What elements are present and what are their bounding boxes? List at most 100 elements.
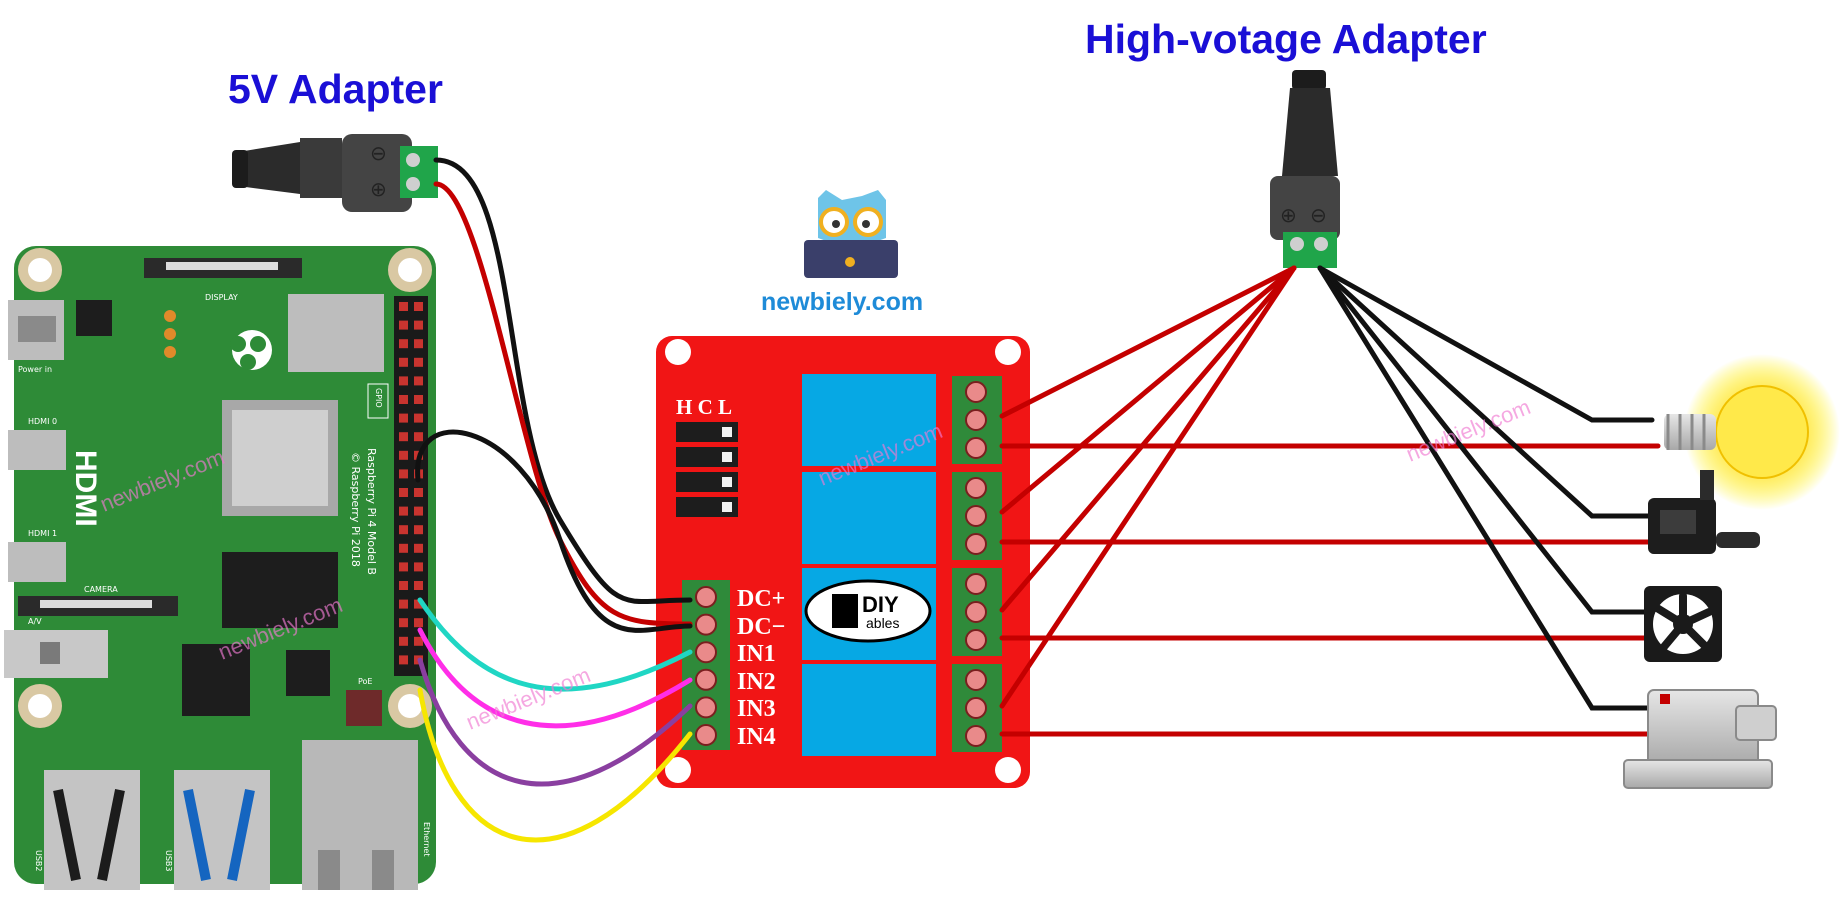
wires-gpio [415,429,693,843]
gpio-pin [414,525,423,535]
terminal-screw-icon [695,613,717,636]
hdmi0-label: HDMI 0 [28,417,57,426]
diyables-logo: DIY ables [804,579,932,643]
terminal-screw-icon [965,437,987,459]
gpio-pin [399,655,408,665]
relay-block [802,374,936,466]
svg-text:⊕: ⊕ [1280,203,1297,227]
gpio-pin [414,413,423,423]
display-label: DISPLAY [205,293,238,302]
terminal-screw-icon [695,586,717,608]
adapter-high-voltage-title: High-votage Adapter [1085,16,1487,62]
terminal-screw-icon [965,601,987,623]
gpio-pin [399,636,408,646]
ethernet-label: Ethernet [422,822,431,856]
terminal-screw-icon [695,724,717,746]
terminal-screw-icon [965,477,987,499]
screw-icon [1314,237,1328,251]
gpio-label: GPIO [374,388,383,408]
jumper-cap [722,477,732,487]
model-text: Raspberry Pi 4 Model B [365,448,378,575]
gpio-pin [414,488,423,497]
raspberry-pi-board: DISPLAY Power in HDMI 0 HDMI 1 HDMI [4,246,436,890]
gpio-pin [399,357,408,367]
terminal-screw-icon [695,641,717,664]
gpio-pin [414,599,423,609]
relay-block [802,664,936,756]
input-terminal-block [695,586,717,746]
gpio-pin [399,525,408,535]
terminal-screw-icon [695,696,717,719]
adapter-high-voltage: ⊕ ⊖ [1270,70,1340,268]
jumper-cap [722,427,732,437]
screw-icon [406,153,420,167]
pin-label-in2: IN2 [737,669,776,695]
terminal-screw-icon [965,533,987,555]
usb3-label: USB3 [164,850,173,872]
gpio-pin [399,376,408,386]
svg-text:⊖: ⊖ [370,141,387,165]
gpio-pin [414,395,423,404]
pin-label-dc-minus: DC− [737,614,785,640]
svg-text:⊖: ⊖ [1310,203,1327,227]
jumper-cap [722,502,732,512]
usb2-label: USB2 [34,850,43,872]
gpio-pin [399,339,408,349]
terminal-screw-icon [965,409,987,431]
screw-icon [406,177,420,191]
gpio-pin [414,357,423,367]
gpio-pin [399,618,408,628]
av-label: A/V [28,617,42,626]
terminal-screw-icon [965,573,987,595]
terminal-screw-icon [965,725,987,747]
gpio-pin [399,506,408,516]
gpio-pin [414,432,423,442]
relay-module: DIY ables H C L DC+ DC− IN1 IN2 IN3 IN4 [656,336,1030,788]
gpio-pin [399,320,408,330]
diyables-logo-main: DIY [862,592,899,617]
terminal-screw-icon [965,669,987,691]
gpio-pin [399,488,408,497]
terminal-screw-icon [965,381,987,403]
gpio-pin [399,450,408,460]
pin-label-in4: IN4 [737,724,776,750]
gpio-pin [414,562,423,572]
water-pump-icon [1648,470,1760,554]
gpio-pin [399,395,408,404]
gpio-pin [399,599,408,609]
screw-icon [1290,237,1304,251]
gpio-pin [399,543,408,553]
terminal-screw-icon [965,629,987,651]
newbiely-owl-logo [804,190,898,278]
gpio-pin [399,432,408,442]
pin-label-dc-plus: DC+ [737,586,785,612]
gpio-pin [414,320,423,330]
jumper-cap [722,452,732,462]
jumper-labels: H C L [676,395,732,419]
jumper-headers [676,422,738,517]
gpio-pin [414,543,423,553]
gpio-pin [414,339,423,349]
raspberry-logo [230,330,272,370]
gpio-pin [399,469,408,479]
pin-label-in1: IN1 [737,641,776,667]
pin-label-in3: IN3 [737,696,776,722]
output-terminal-blocks [952,376,1002,752]
light-bulb-icon [1664,354,1840,510]
diyables-logo-sub: ables [866,615,899,631]
adapter-5v: ⊖ ⊕ [232,134,438,212]
solenoid-lock-icon [1623,689,1777,789]
gpio-pin [399,581,408,590]
terminal-screw-icon [695,668,717,691]
relay-block [802,472,936,564]
camera-label: CAMERA [84,585,118,594]
power-in-label: Power in [18,365,52,374]
gpio-pin [399,562,408,572]
cooling-fan-icon [1644,586,1722,662]
newbiely-site-label: newbiely.com [761,288,923,316]
poe-label: PoE [358,677,373,686]
gpio-pin [414,376,423,386]
terminal-screw-icon [965,697,987,719]
svg-text:⊕: ⊕ [370,177,387,201]
